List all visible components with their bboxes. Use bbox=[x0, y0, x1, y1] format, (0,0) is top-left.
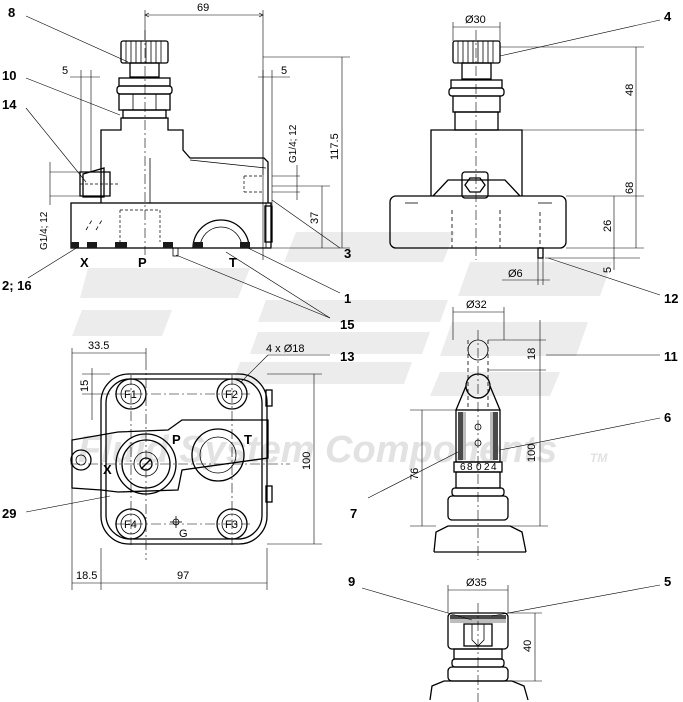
dim-5-left: 5 bbox=[62, 65, 68, 77]
callout-13: 13 bbox=[340, 349, 354, 364]
port-label-p: P bbox=[138, 255, 147, 270]
scale-tick-0: 0 bbox=[476, 462, 482, 473]
top-view-dimensions bbox=[25, 348, 330, 590]
dim-dia32: Ø32 bbox=[466, 299, 487, 311]
callout-11: 11 bbox=[664, 349, 678, 364]
dim-117-5: 117.5 bbox=[329, 133, 341, 160]
callout-2-16: 2; 16 bbox=[2, 278, 32, 293]
port-f4: F4 bbox=[124, 519, 137, 531]
port-label-x-top: X bbox=[103, 462, 112, 477]
callout-15: 15 bbox=[340, 317, 354, 332]
dim-100-section: 100 bbox=[526, 444, 538, 462]
dim-97: 97 bbox=[177, 570, 189, 582]
dim-thread-right: G1/4; 12 bbox=[288, 124, 299, 163]
port-label-p-top: P bbox=[172, 432, 181, 447]
side-view bbox=[389, 30, 567, 260]
dim-18-5: 18.5 bbox=[76, 570, 97, 582]
dim-18: 18 bbox=[526, 348, 538, 360]
dim-33-5: 33.5 bbox=[88, 340, 109, 352]
dim-68: 68 bbox=[624, 182, 636, 194]
scale-tick-4: 4 bbox=[491, 462, 497, 473]
scale-tick-6: 6 bbox=[460, 462, 466, 473]
section-view bbox=[433, 330, 527, 560]
callout-7: 7 bbox=[350, 506, 357, 521]
callout-14: 14 bbox=[2, 97, 17, 112]
watermark-tm: TM bbox=[590, 451, 608, 465]
dim-40: 40 bbox=[522, 640, 534, 652]
callout-9: 9 bbox=[348, 574, 355, 589]
scale-tick-8: 8 bbox=[467, 462, 473, 473]
dim-dia35: Ø35 bbox=[466, 577, 487, 589]
dim-dia30: Ø30 bbox=[465, 14, 486, 26]
dim-37: 37 bbox=[309, 212, 321, 224]
watermark-logo bbox=[72, 232, 612, 396]
callout-29: 29 bbox=[2, 506, 16, 521]
dim-thread-left: G1/4; 12 bbox=[39, 211, 50, 250]
front-view bbox=[70, 30, 273, 257]
dim-5-right: 5 bbox=[281, 65, 287, 77]
dim-15: 15 bbox=[79, 380, 91, 392]
dim-48: 48 bbox=[624, 84, 636, 96]
dim-5-side: 5 bbox=[602, 267, 614, 273]
cap-view-dimensions bbox=[361, 584, 661, 682]
dim-dia6: Ø6 bbox=[508, 268, 523, 280]
dim-76: 76 bbox=[409, 468, 421, 480]
dim-4xdia18: 4 x Ø18 bbox=[266, 343, 305, 355]
callout-10: 10 bbox=[2, 68, 16, 83]
cap-view bbox=[429, 603, 529, 702]
port-label-t-top: T bbox=[244, 432, 252, 447]
port-f1: F1 bbox=[124, 389, 137, 401]
callout-4: 4 bbox=[664, 9, 672, 24]
scale-tick-2: 2 bbox=[484, 462, 490, 473]
port-label-x: X bbox=[80, 255, 89, 270]
callout-8: 8 bbox=[8, 5, 15, 20]
side-view-dimensions bbox=[452, 19, 661, 296]
front-view-dimensions bbox=[49, 10, 350, 260]
callout-6: 6 bbox=[664, 410, 671, 425]
front-callout-leaders bbox=[25, 15, 341, 319]
callout-1: 1 bbox=[344, 291, 351, 306]
top-view bbox=[70, 360, 290, 560]
callout-5: 5 bbox=[664, 574, 671, 589]
section-view-dimensions bbox=[367, 307, 661, 527]
callout-3: 3 bbox=[344, 246, 351, 261]
dim-69: 69 bbox=[197, 2, 209, 14]
dim-100-top: 100 bbox=[301, 452, 313, 470]
dim-26: 26 bbox=[602, 220, 614, 232]
port-f2: F2 bbox=[225, 389, 238, 401]
callout-12: 12 bbox=[664, 291, 678, 306]
port-f3: F3 bbox=[225, 519, 238, 531]
port-label-t: T bbox=[229, 255, 237, 270]
port-g: G bbox=[179, 528, 188, 540]
